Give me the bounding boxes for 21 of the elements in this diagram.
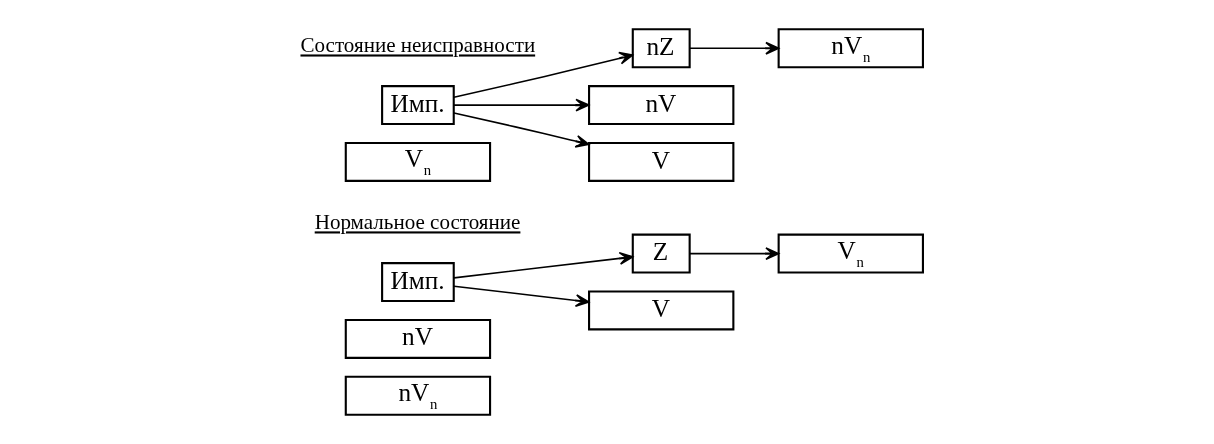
node-box: nV$_{n}$ [777, 28, 924, 69]
arrow [688, 41, 779, 55]
node-box: nV [587, 85, 734, 126]
arrow [452, 112, 590, 148]
arrow [688, 247, 779, 261]
label: Состояние неисправности [299, 33, 535, 58]
label: Нормальное состояние [314, 210, 520, 235]
node-box: Z [631, 233, 691, 274]
node-box: V [587, 141, 734, 182]
node-box: Имп. [380, 85, 455, 126]
node-box: V [587, 290, 734, 331]
arrow [452, 51, 633, 99]
node-box: nZ [631, 28, 691, 69]
node-box: V$_{n}$ [344, 141, 491, 182]
arrow [452, 251, 633, 279]
arrow [452, 98, 589, 112]
node-box: nV$_{n}$ [344, 375, 491, 416]
node-box: V$_{n}$ [777, 233, 924, 274]
node-box: nV [344, 318, 491, 359]
node-box: Имп. [380, 262, 455, 303]
arrow [452, 285, 589, 307]
